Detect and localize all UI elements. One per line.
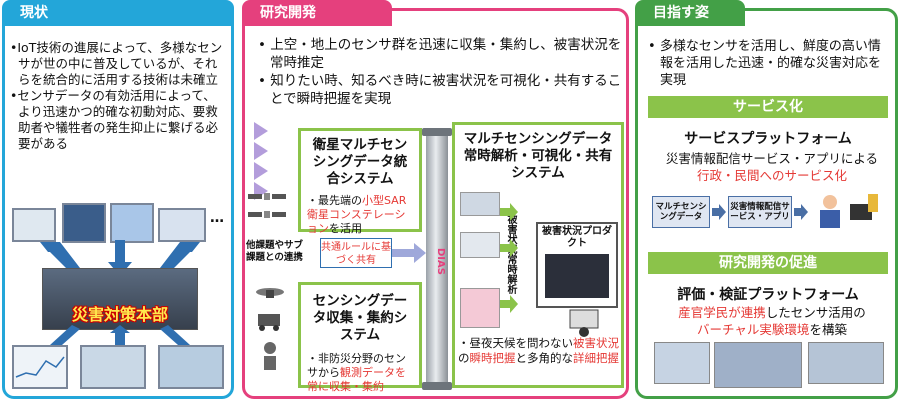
rnd-bullet-2: 知りたい時、知るべき時に被害状況を可視化・共有することで瞬時把握を実現 — [258, 72, 624, 108]
flow-arrow-1 — [712, 204, 726, 220]
more-ellipsis: … — [210, 210, 224, 226]
goal-tab: 目指す姿 — [635, 0, 745, 26]
analysis-system-desc: ・昼夜天候を問わない被害状況の瞬時把握と多角的な詳細把握 — [458, 336, 619, 365]
monitor-screen-6 — [80, 345, 146, 389]
monitor-screen-2 — [62, 203, 106, 243]
dias-pipe — [426, 130, 448, 390]
damage-product-box: 被害状況プロダクト — [536, 222, 618, 308]
goal-bullet: • 多様なセンサを活用し、鮮度の高い情報を活用した迅速・的確な災害対応を実現 — [648, 39, 882, 88]
service-bar: サービス化 — [648, 96, 888, 118]
virtual-env-image-3 — [808, 342, 884, 384]
monitor-screen-1 — [12, 208, 56, 242]
input-chevron-2 — [254, 142, 268, 160]
rnd-title: 研究開発 — [260, 5, 316, 21]
virtual-env-image-2 — [714, 342, 802, 388]
current-status-bullets: IoT技術の進展によって、多様なセンサが世の中に普及しているが、それらを統合的に… — [10, 40, 228, 152]
rnd-bullets: 上空・地上のセンサ群を迅速に収集・集約し、被害状況を常時推定 知りたい時、知るべ… — [258, 36, 624, 108]
evaluation-platform-title: 評価・検証プラットフォーム — [677, 287, 859, 303]
user-device-icon — [820, 194, 878, 228]
common-rule-box: 共通ルールに基づく共有 — [320, 238, 392, 268]
down-arrows — [40, 240, 200, 276]
service-text: 災害情報配信サービス・アプリによる行政・民間へのサービス化 — [665, 151, 879, 183]
hq-label: 災害対策本部 — [71, 305, 168, 324]
input-chevron-3 — [254, 162, 268, 180]
pipe-ring-bottom — [422, 382, 452, 390]
satellite-multisensing-system-box: 衛星マルチセンシングデータ統合システム ・最先端の小型SAR衛星コンステレーショ… — [298, 128, 422, 235]
rnd-bullet-1: 上空・地上のセンサ群を迅速に収集・集約し、被害状況を常時推定 — [258, 36, 624, 72]
rnd-tab: 研究開発 — [242, 0, 392, 26]
damage-product-label: 被害状況プロダクト — [542, 226, 612, 249]
flow-arrow-2 — [794, 204, 808, 220]
satellite-system-title: 衛星マルチセンシングデータ統合システム — [312, 137, 408, 187]
sensor-icons — [256, 288, 284, 370]
flow-service-app: 災害情報配信サービス・アプリ — [728, 196, 792, 228]
dias-label: DIAS — [435, 248, 446, 275]
satellite-icons — [248, 193, 286, 218]
current-status-tab: 現状 — [2, 0, 234, 26]
sensor-image-thumb — [460, 232, 500, 258]
current-status-title: 現状 — [20, 5, 48, 21]
rnd-promotion-bar: 研究開発の促進 — [648, 252, 888, 274]
satellite-system-desc: ・最先端の小型SAR衛星コンステレーションを活用 — [307, 194, 407, 235]
current-status-bullet-2: センサデータの有効活用によって、より迅速かつ的確な初動対応、要救助者や犠牲者の発… — [10, 88, 228, 152]
sat-image-thumb — [460, 192, 500, 216]
evaluation-text: 産官学民が連携したセンサ活用のバーチャル実験環境を構築 — [678, 305, 866, 337]
sensing-data-collection-system-box: センシングデータ収集・集約システム ・非防災分野のセンサから観測データを常に収集… — [298, 282, 422, 393]
monitor-screen-7 — [158, 345, 224, 389]
monitor-screen-3 — [110, 203, 154, 243]
goal-title: 目指す姿 — [653, 5, 709, 21]
input-chevron-1 — [254, 122, 268, 140]
analysis-system-title: マルチセンシングデータ常時解析・可視化・共有システム — [463, 131, 613, 181]
damage-product-image — [545, 254, 609, 298]
analysis-arrows — [500, 203, 518, 313]
map-image-thumb — [460, 288, 500, 328]
current-status-bullet-1: IoT技術の進展によって、多様なセンサが世の中に普及しているが、それらを統合的に… — [10, 40, 228, 88]
collection-system-desc: ・非防災分野のセンサから観測データを常に収集・集約 — [307, 352, 406, 393]
user-monitor-icon — [569, 309, 599, 337]
virtual-env-image-1 — [654, 342, 710, 384]
flow-multisensing: マルチセンシングデータ — [652, 196, 710, 228]
monitor-screen-4 — [158, 208, 206, 242]
pipe-ring-top — [422, 128, 452, 136]
collection-system-title: センシングデータ収集・集約システム — [312, 293, 408, 343]
external-collab-label: 他課題やサブ課題との連携 — [246, 240, 304, 263]
service-platform-title: サービスプラットフォーム — [684, 131, 852, 147]
hq-photo: 災害対策本部 — [42, 268, 198, 330]
rule-arrow — [392, 243, 426, 263]
monitor-screen-5 — [12, 345, 68, 389]
graph-thumbnail-icon — [15, 356, 65, 378]
up-arrows — [50, 325, 190, 345]
common-rule-label: 共通ルールに基づく共有 — [321, 242, 391, 266]
